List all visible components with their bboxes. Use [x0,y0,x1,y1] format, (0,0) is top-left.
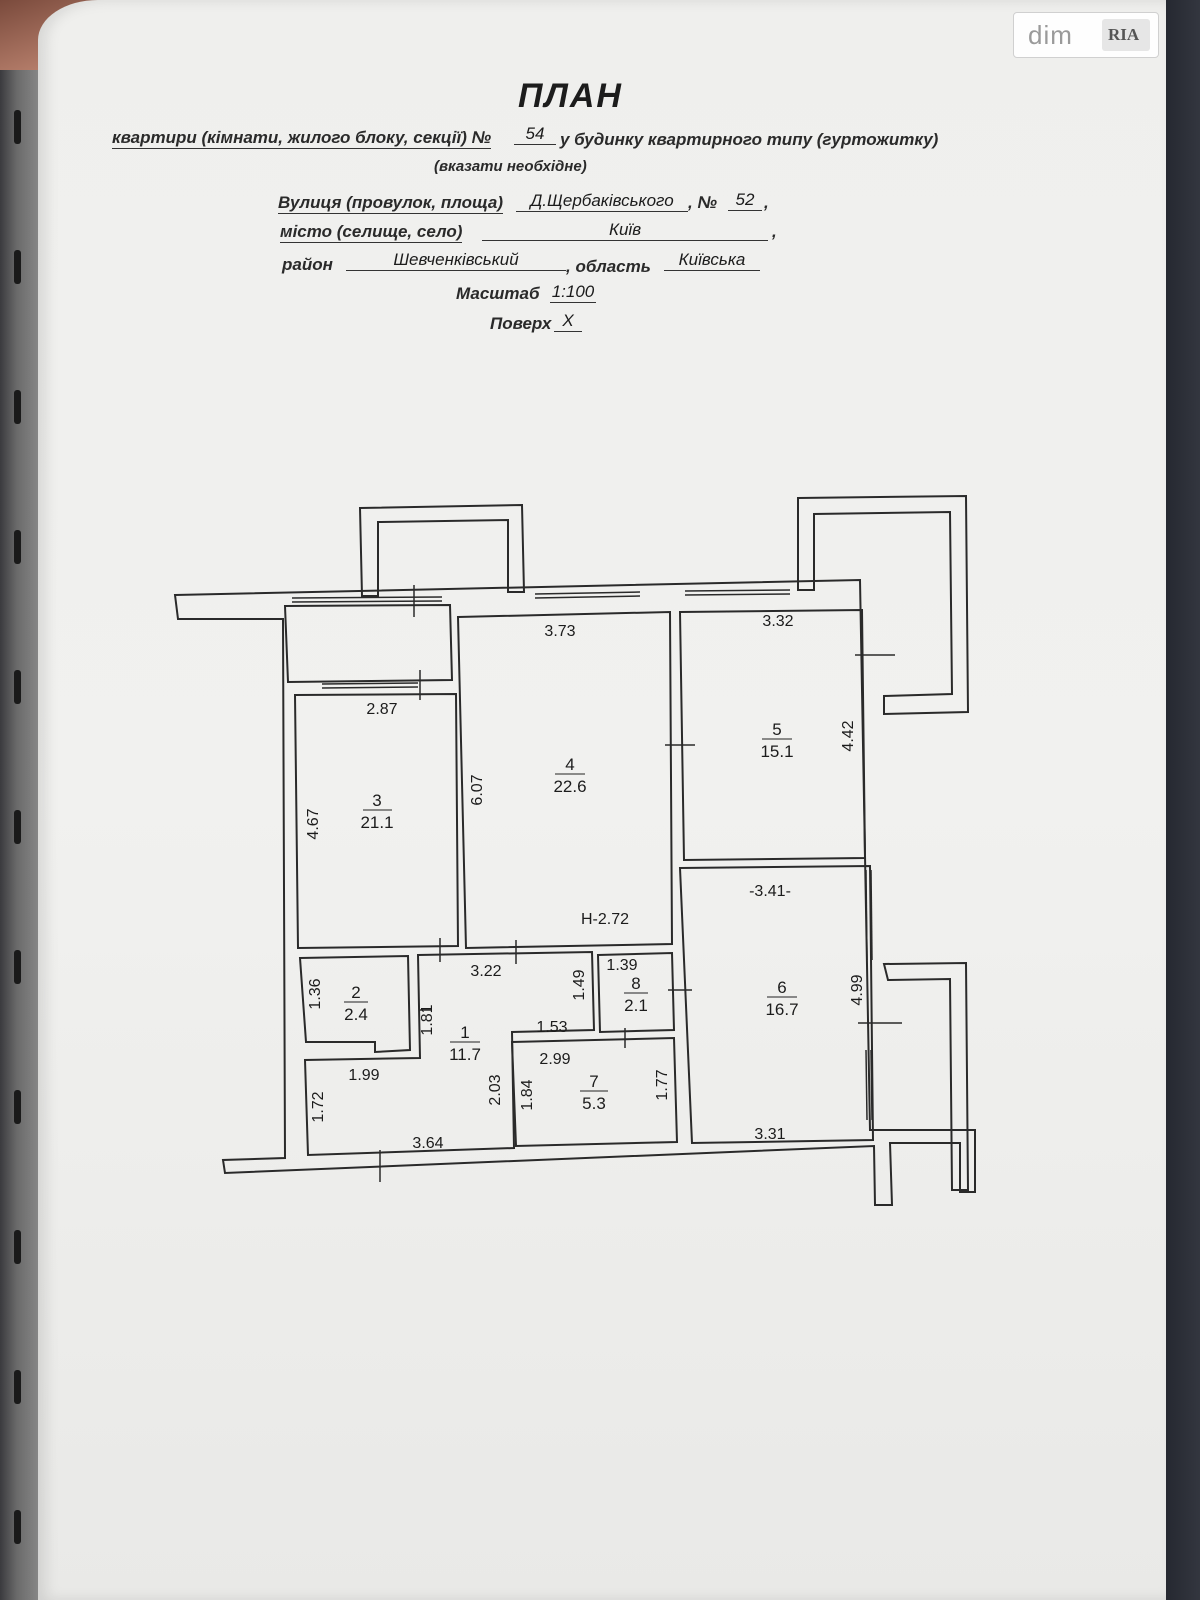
scale-label: Масштаб [456,284,540,303]
binder-hole [14,1230,21,1264]
dim-hall-width-top: 3.22 [470,963,501,980]
floor-label: Поверх [490,314,552,333]
dim-room4-depth: 6.07 [469,774,486,805]
dim-room5-width: 3.32 [762,613,793,630]
binder-hole [14,1510,21,1544]
page-title: ПЛАН [518,77,623,115]
city-label: місто (селище, село) [280,222,463,243]
district-value: Шевченківський [346,250,566,271]
plan-windows [291,585,902,1182]
watermark-brand: RIA [1108,25,1140,44]
room-6-number: 6 [777,978,786,997]
street-value: Д.Щербаківського [516,191,688,212]
district-label: район [282,255,333,274]
room-3-number: 3 [372,791,381,810]
room-2-area: 2.4 [344,1005,368,1024]
dim-hall-203: 2.03 [487,1074,504,1105]
binder-edge [0,0,42,1600]
ria-logo-icon: RIA [1102,19,1150,51]
binder-hole [14,250,21,284]
room-8-number: 8 [631,974,640,993]
street-label: Вулиця (провулок, площа) [278,193,504,214]
room-5-area: 15.1 [760,742,793,761]
room-1-area: 11.7 [449,1045,481,1064]
room-2-number: 2 [351,983,360,1002]
room-4-number: 4 [565,755,574,774]
building-type-label: у будинку квартирного типу (гуртожитку) [560,130,939,149]
dim-hall-181: 1.81 [419,1004,436,1035]
room-7-area: 5.3 [582,1094,606,1113]
room-6-area: 16.7 [765,1000,798,1019]
binder-hole [14,530,21,564]
room-5-number: 5 [772,720,781,739]
house-suffix: , [764,193,769,212]
dim-room2-depth: 1.36 [307,978,324,1009]
plan-walls [173,494,976,1206]
dim-hall-153: 1.53 [536,1019,567,1036]
dim-room4-height: Н-2.72 [581,911,629,928]
apartment-number: 54 [514,124,556,145]
binder-hole [14,810,21,844]
dim-room7-depth-left: 1.84 [519,1079,536,1110]
binder-hole [14,1370,21,1404]
region-value: Київська [664,250,760,271]
dim-room6-width-top: -3.41- [749,883,791,900]
dim-room6-depth: 4.99 [849,974,866,1005]
dim-room4-width: 3.73 [544,623,575,640]
dim-hall-bottom: 3.64 [412,1135,443,1152]
watermark-site: dim [1028,20,1073,50]
dim-hall-199: 1.99 [348,1067,379,1084]
house-label: , № [688,193,717,212]
room-7-number: 7 [589,1072,598,1091]
city-value: Київ [482,220,768,241]
dim-hall-172: 1.72 [310,1091,327,1122]
apartment-type-label: квартири (кімнати, жилого блоку, секції)… [112,128,492,149]
floor-value: X [554,311,582,332]
document-page: ПЛАН квартири (кімнати, жилого блоку, се… [38,0,1166,1600]
room-4-area: 22.6 [553,777,586,796]
binder-hole [14,950,21,984]
dim-room3-width: 2.87 [366,701,397,718]
room-8-area: 2.1 [624,996,648,1015]
dim-room8-width: 1.39 [606,957,637,974]
region-label: , область [566,257,651,276]
scale-value: 1:100 [550,282,596,303]
binder-hole [14,1090,21,1124]
dimria-watermark: dim RIA [1013,12,1159,58]
dim-room5-depth: 4.42 [840,720,857,751]
dim-room3-depth: 4.67 [305,808,322,839]
city-suffix: , [772,222,777,241]
binder-hole [14,670,21,704]
binder-hole [14,390,21,424]
house-number: 52 [728,190,762,211]
room-3-area: 21.1 [360,813,393,832]
binder-hole [14,110,21,144]
dim-hall-149: 1.49 [571,969,588,1000]
instruction-note: (вказати необхідне) [434,158,587,175]
dimension-labels: 3.73 3.32 2.87 Н-2.72 -3.41- 3.31 3.22 1… [305,613,866,1152]
dim-room6-width-bottom: 3.31 [754,1126,785,1143]
dim-room7-width: 2.99 [539,1051,570,1068]
room-labels: 3 21.1 4 22.6 5 15.1 6 16.7 2 2.4 1 11.7… [344,720,799,1113]
dim-room7-depth-right: 1.77 [654,1069,671,1100]
room-1-number: 1 [460,1023,469,1042]
